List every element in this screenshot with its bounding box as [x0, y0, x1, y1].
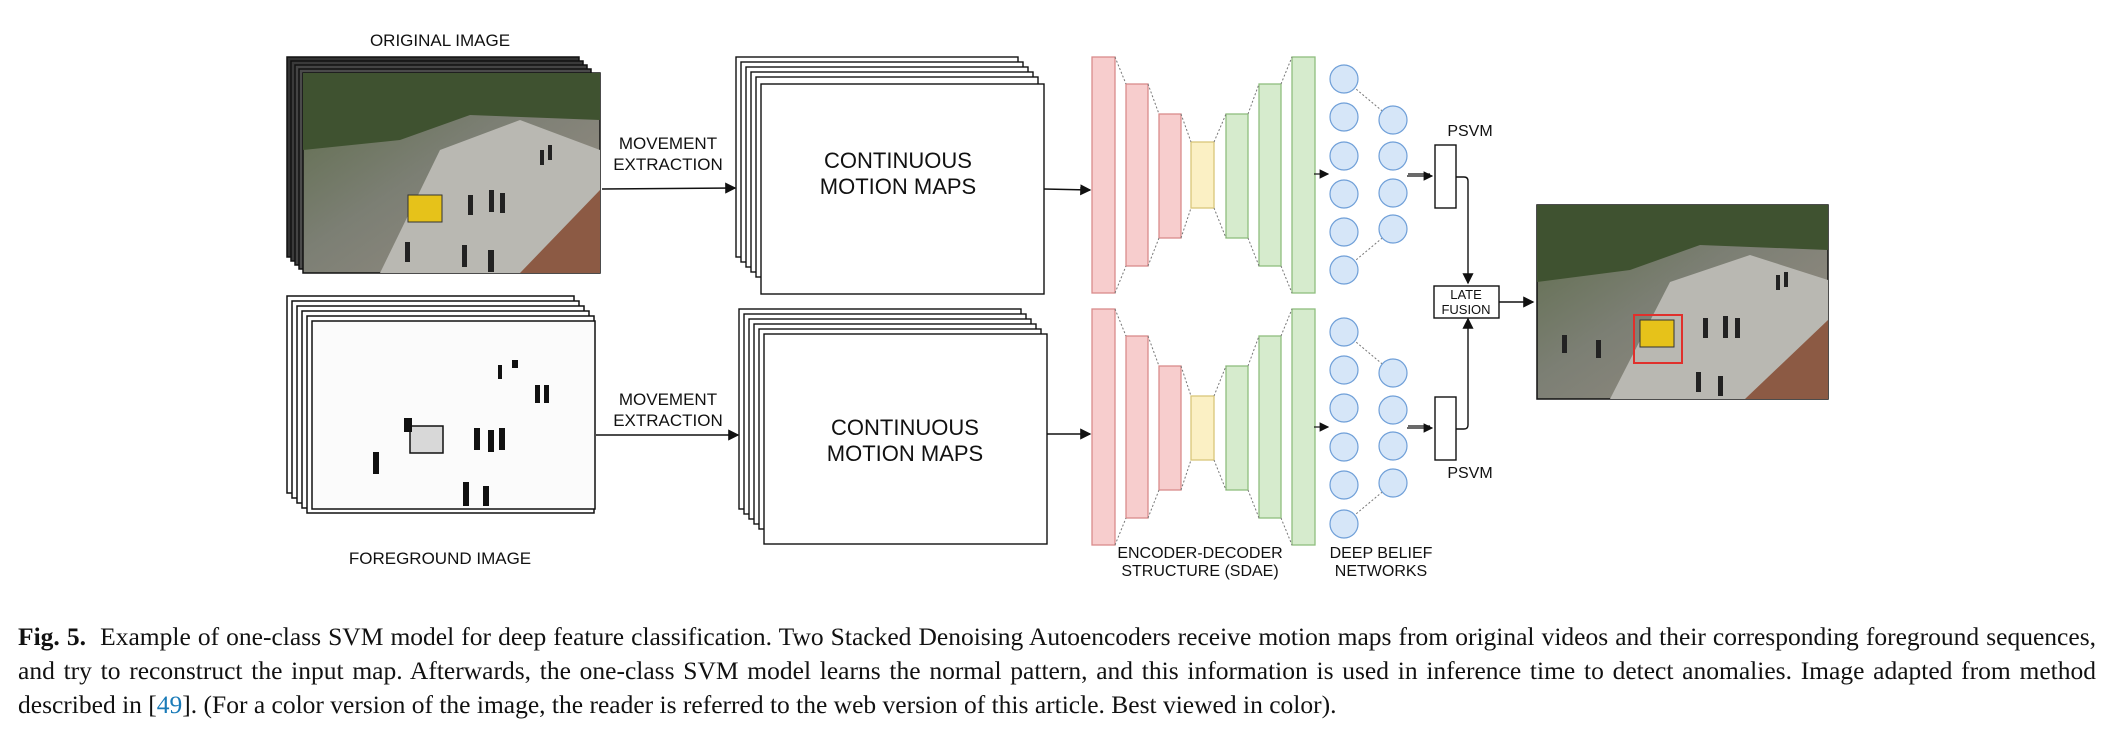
foreground-image-stack — [286, 295, 596, 514]
dbn-label-1: DEEP BELIEF — [1330, 545, 1433, 562]
dbn-bottom-neuron — [1329, 470, 1359, 500]
dbn-bottom-neuron — [1378, 358, 1408, 388]
dbn-top-neuron — [1329, 255, 1359, 285]
caption-text: Example of one-class SVM model for deep … — [18, 622, 2096, 719]
motion-maps-label-bottom-2: MOTION MAPS — [827, 441, 983, 466]
dbn-bottom-neuron — [1329, 317, 1359, 347]
citation-link[interactable]: 49 — [156, 690, 183, 719]
motion-maps-label-bottom-1: CONTINUOUS — [831, 415, 979, 440]
dbn-top-neuron — [1378, 105, 1408, 135]
dbn-label-2: NETWORKS — [1335, 563, 1427, 580]
diagram: ORIGINAL IMAGE — [286, 31, 1829, 580]
dbn-top-neuron — [1329, 141, 1359, 171]
caption-text-end: ]. (For a color version of the image, th… — [182, 690, 1337, 719]
figure-label: Fig. 5. — [18, 622, 86, 651]
psvm-label-top: PSVM — [1447, 123, 1492, 140]
dbn-top-neuron — [1378, 141, 1408, 171]
dbn-top-neuron — [1329, 64, 1359, 94]
sdae-top — [1091, 56, 1316, 294]
motion-maps-label-top-1: CONTINUOUS — [824, 148, 972, 173]
sdae-label-2: STRUCTURE (SDAE) — [1121, 563, 1278, 580]
dbn-bottom-neuron — [1329, 393, 1359, 423]
dbn-bottom-neuron — [1329, 432, 1359, 462]
motion-maps-stack-top — [735, 56, 1045, 295]
dbn-top — [1329, 64, 1408, 285]
late-fusion-label-2: FUSION — [1441, 302, 1490, 317]
original-image-label: ORIGINAL IMAGE — [370, 31, 510, 50]
detection-box — [1633, 314, 1683, 364]
dbn-bottom-neuron — [1378, 468, 1408, 498]
movement-extraction-label-top-2: EXTRACTION — [613, 155, 723, 174]
motion-maps-label-top-2: MOTION MAPS — [820, 174, 976, 199]
motion-maps-stack-bottom — [738, 308, 1048, 545]
movement-arrow-top — [601, 182, 737, 194]
dbn-top-neuron — [1378, 178, 1408, 208]
original-scene-photo — [302, 72, 601, 274]
psvm-box-bottom — [1434, 396, 1457, 461]
dbn-bottom-neuron — [1329, 355, 1359, 385]
foreground-image-label: FOREGROUND IMAGE — [349, 549, 531, 568]
dbn-bottom-neuron — [1329, 509, 1359, 539]
movement-extraction-label-top-1: MOVEMENT — [619, 134, 717, 153]
foreground-mask — [311, 320, 596, 510]
dbn-top-neuron — [1378, 214, 1408, 244]
dbn-top-neuron — [1329, 102, 1359, 132]
dbn-top-neuron — [1329, 217, 1359, 247]
dbn-bottom-neuron — [1378, 395, 1408, 425]
figure-caption: Fig. 5. Example of one-class SVM model f… — [18, 620, 2096, 722]
arrow-to-sdae-top — [1043, 184, 1092, 196]
psvm-box-top — [1434, 144, 1457, 209]
dbn-bottom — [1329, 317, 1408, 539]
movement-extraction-label-bottom-2: EXTRACTION — [613, 411, 723, 430]
output-image — [1536, 204, 1829, 400]
sdae-bottom — [1091, 308, 1316, 546]
psvm-label-bottom: PSVM — [1447, 465, 1492, 482]
dbn-bottom-neuron — [1378, 431, 1408, 461]
sdae-label-1: ENCODER-DECODER — [1117, 545, 1282, 562]
dbn-top-neuron — [1329, 179, 1359, 209]
movement-extraction-label-bottom-1: MOVEMENT — [619, 390, 717, 409]
late-fusion-label-1: LATE — [1450, 287, 1482, 302]
original-image-stack — [286, 56, 601, 274]
